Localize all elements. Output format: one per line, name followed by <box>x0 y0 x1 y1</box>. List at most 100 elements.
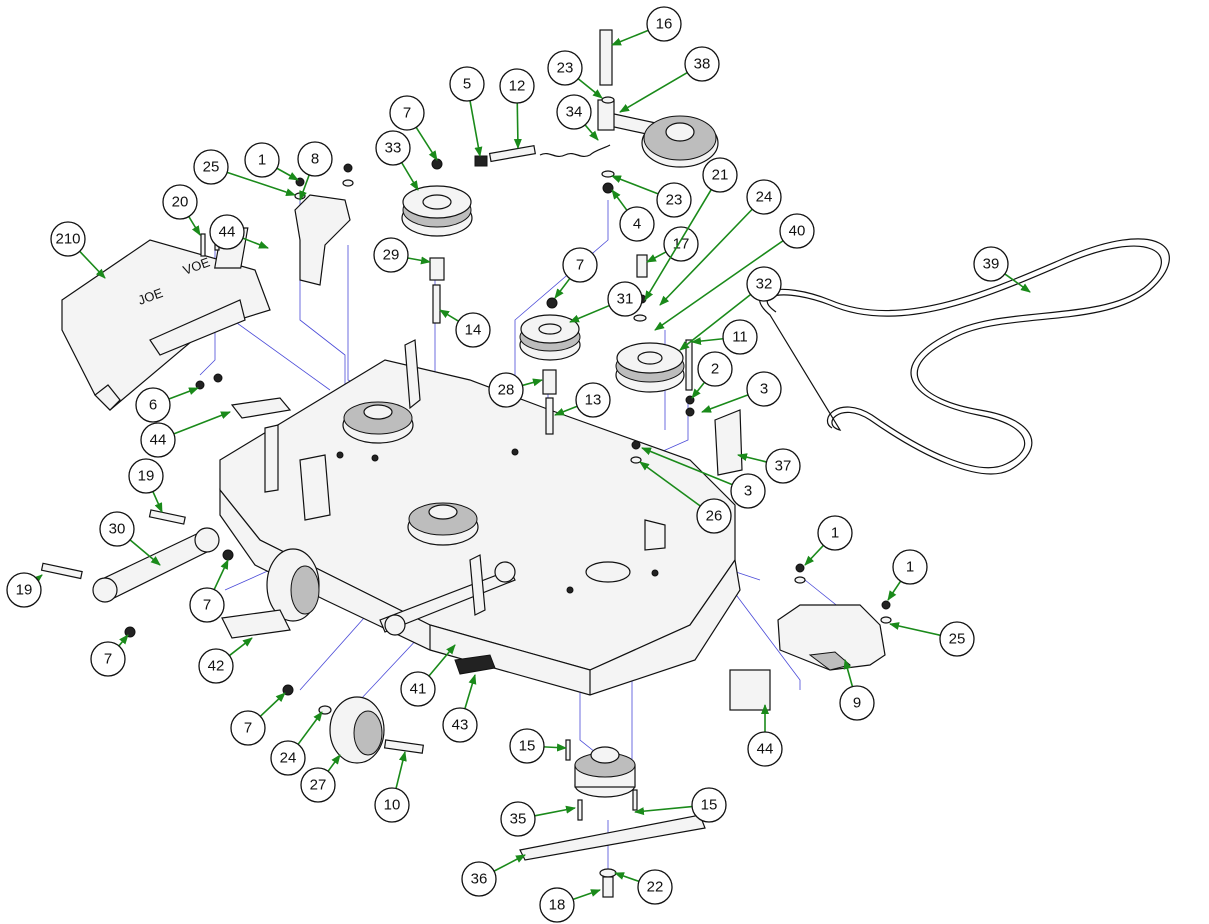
callout-label: 12 <box>509 78 526 95</box>
callout-circle <box>656 182 692 218</box>
callout-20: 20 <box>162 184 198 220</box>
callout-circle <box>500 801 536 837</box>
callout-30: 30 <box>99 511 135 547</box>
callout-39: 39 <box>973 246 1009 282</box>
leader-line-23 <box>577 78 603 99</box>
callout-label: 42 <box>208 658 225 675</box>
leader-line-32 <box>679 293 752 351</box>
callout-32: 32 <box>746 266 782 302</box>
decal-44-mid <box>230 397 292 419</box>
callout-circle <box>663 226 699 262</box>
callout-label: 25 <box>203 159 220 176</box>
leader-line-1 <box>276 167 299 181</box>
callout-circle <box>817 515 853 551</box>
callout-25-2: 25 <box>939 621 975 657</box>
callout-label: 31 <box>617 291 634 308</box>
callout-label: 210 <box>55 231 80 248</box>
callout-41: 41 <box>400 671 436 707</box>
leader-line-7 <box>118 634 129 647</box>
decal-43-logo <box>454 654 496 675</box>
callout-circle <box>209 214 245 250</box>
callout-circle <box>556 94 592 130</box>
callout-circle <box>575 382 611 418</box>
callout-label: 18 <box>549 897 566 914</box>
bolt-14 <box>432 284 441 324</box>
callouts: 1112334567777789101112131415151617181919… <box>6 6 1031 923</box>
callout-26: 26 <box>696 498 732 534</box>
callout-circle <box>135 387 171 423</box>
callout-34: 34 <box>556 94 592 130</box>
callout-12: 12 <box>499 68 535 104</box>
callout-circle <box>373 237 409 273</box>
callout-27: 27 <box>300 767 336 803</box>
callout-label: 44 <box>219 224 236 241</box>
callout-label: 39 <box>983 256 1000 273</box>
callout-3-2: 3 <box>730 473 766 509</box>
callout-44-3: 44 <box>747 731 783 767</box>
callout-circle <box>702 157 738 193</box>
pulley-32 <box>615 342 685 393</box>
callout-label: 41 <box>410 681 427 698</box>
callout-circle <box>189 587 225 623</box>
callout-5: 5 <box>449 66 485 102</box>
callout-label: 19 <box>138 468 155 485</box>
callout-label: 23 <box>557 60 574 77</box>
callout-label: 23 <box>666 192 683 209</box>
bracket-37 <box>714 409 743 476</box>
leader-line-30 <box>129 539 161 566</box>
callout-label: 21 <box>712 167 729 184</box>
callout-210: 210 <box>50 221 86 257</box>
callout-circle <box>562 247 598 283</box>
callout-23-2: 23 <box>656 182 692 218</box>
callout-circle <box>488 372 524 408</box>
callout-label: 2 <box>711 361 719 378</box>
bolt-18 <box>602 876 614 898</box>
callout-circle <box>162 184 198 220</box>
callout-17: 17 <box>663 226 699 262</box>
callout-circle <box>973 246 1009 282</box>
leader-line-2 <box>691 381 706 399</box>
belt-guard-bracket <box>294 194 351 286</box>
callout-25-1: 25 <box>193 149 229 185</box>
callout-label: 19 <box>16 582 33 599</box>
callout-circle <box>892 549 928 585</box>
callout-24-1: 24 <box>746 179 782 215</box>
callout-circle <box>297 141 333 177</box>
callout-circle <box>230 710 266 746</box>
idler-pulley-33 <box>401 185 473 237</box>
callout-label: 7 <box>403 105 411 122</box>
callout-label: 7 <box>576 257 584 274</box>
callout-19-2: 19 <box>6 572 42 608</box>
callout-6: 6 <box>135 387 171 423</box>
deck-wheel-front <box>266 548 320 622</box>
callout-4: 4 <box>619 206 655 242</box>
leader-line-44 <box>242 237 269 249</box>
leader-line-19 <box>152 491 163 513</box>
callout-label: 16 <box>656 16 673 33</box>
callout-14: 14 <box>455 312 491 348</box>
leader-line-22 <box>614 872 640 883</box>
callout-label: 22 <box>647 879 664 896</box>
leader-line-35 <box>534 805 576 817</box>
spacer-29 <box>429 257 445 281</box>
leader-line-210 <box>79 250 106 279</box>
leader-line-28 <box>522 378 543 387</box>
mower-blade-36 <box>519 814 706 861</box>
callout-label: 27 <box>310 777 327 794</box>
leader-line-37 <box>737 453 767 463</box>
callout-label: 24 <box>280 750 297 767</box>
callout-18: 18 <box>539 887 575 923</box>
right-belt-cover <box>777 604 886 671</box>
callout-10: 10 <box>374 787 410 823</box>
callout-circle <box>99 511 135 547</box>
callout-11: 11 <box>722 319 758 355</box>
callout-circle <box>461 861 497 897</box>
decal-44-right <box>729 669 771 711</box>
callout-label: 15 <box>519 738 536 755</box>
callout-circle <box>128 458 164 494</box>
leader-line-31 <box>569 304 610 323</box>
leader-line-12 <box>513 102 522 149</box>
callout-13: 13 <box>575 382 611 418</box>
leader-line-17 <box>646 251 667 263</box>
callout-circle <box>90 641 126 677</box>
